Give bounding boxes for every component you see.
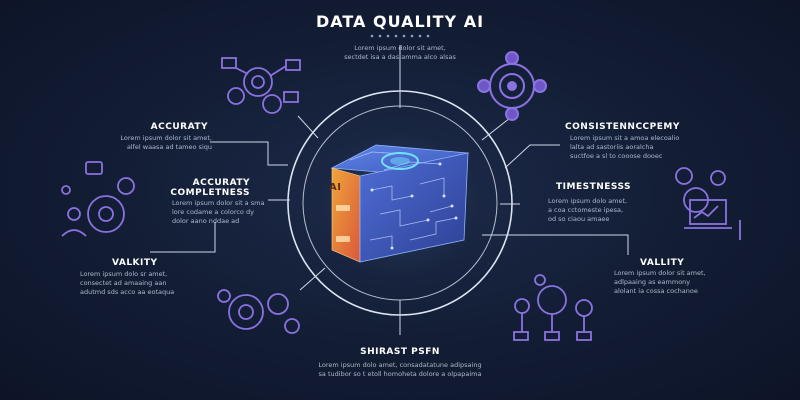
person-gear-icon bbox=[61, 161, 135, 237]
cube-top-glow-ring bbox=[381, 152, 419, 170]
node-timeliness-heading: TIMESTNESSS bbox=[556, 182, 632, 192]
page-title: DATA QUALITY AI bbox=[315, 12, 485, 31]
gears-icon bbox=[217, 289, 300, 334]
node-timeliness-text: Lorem ipsum dolo amet, a coa cctomeste i… bbox=[548, 197, 628, 223]
circuit-nodes bbox=[370, 162, 458, 250]
cube-side-bar bbox=[336, 205, 350, 211]
cube-front-face bbox=[359, 152, 469, 263]
node-accuracy-heading: ACCURATY bbox=[150, 122, 208, 132]
cube-label: AI bbox=[329, 182, 342, 193]
laptop-chart-icon bbox=[675, 167, 741, 240]
node-bottom-text: Lorem ipsum dolo amet, consadatatune adi… bbox=[318, 361, 482, 378]
node-accuracy-text: Lorem ipsum dolor sit amet, alfel waasa … bbox=[120, 134, 212, 151]
cycle-target-icon bbox=[477, 51, 547, 121]
title-description: Lorem ipsum dolor sit amet, sectdet isa … bbox=[344, 44, 456, 61]
node-validity-right-text: Lorem ipsum dolor sit amet, adlpaaing as… bbox=[614, 269, 706, 295]
network-tree-icon bbox=[513, 274, 593, 341]
node-accuracy-completeness-heading: ACCURATY COMPLETNESS bbox=[170, 178, 250, 198]
node-accuracy-completeness-text: Lorem ipsum dolor sit a sma lore codame … bbox=[172, 199, 265, 225]
node-consistency-heading: CONSISTENNCCPEMY bbox=[565, 122, 680, 132]
node-validity-right-heading: VALLITY bbox=[640, 258, 685, 268]
node-consistency-text: Lorem ipsum sit a amoa elecoalio lalta a… bbox=[570, 134, 680, 160]
title-dots bbox=[370, 34, 430, 38]
gears-network-icon bbox=[221, 57, 301, 114]
node-validity-left-text: Lorem ipsum dolo sr amet, consectet ad a… bbox=[80, 270, 175, 296]
node-bottom-heading: SHIRAST PSFN bbox=[360, 347, 440, 357]
node-validity-left-heading: VALKITY bbox=[112, 258, 158, 268]
ai-cube bbox=[330, 144, 470, 263]
